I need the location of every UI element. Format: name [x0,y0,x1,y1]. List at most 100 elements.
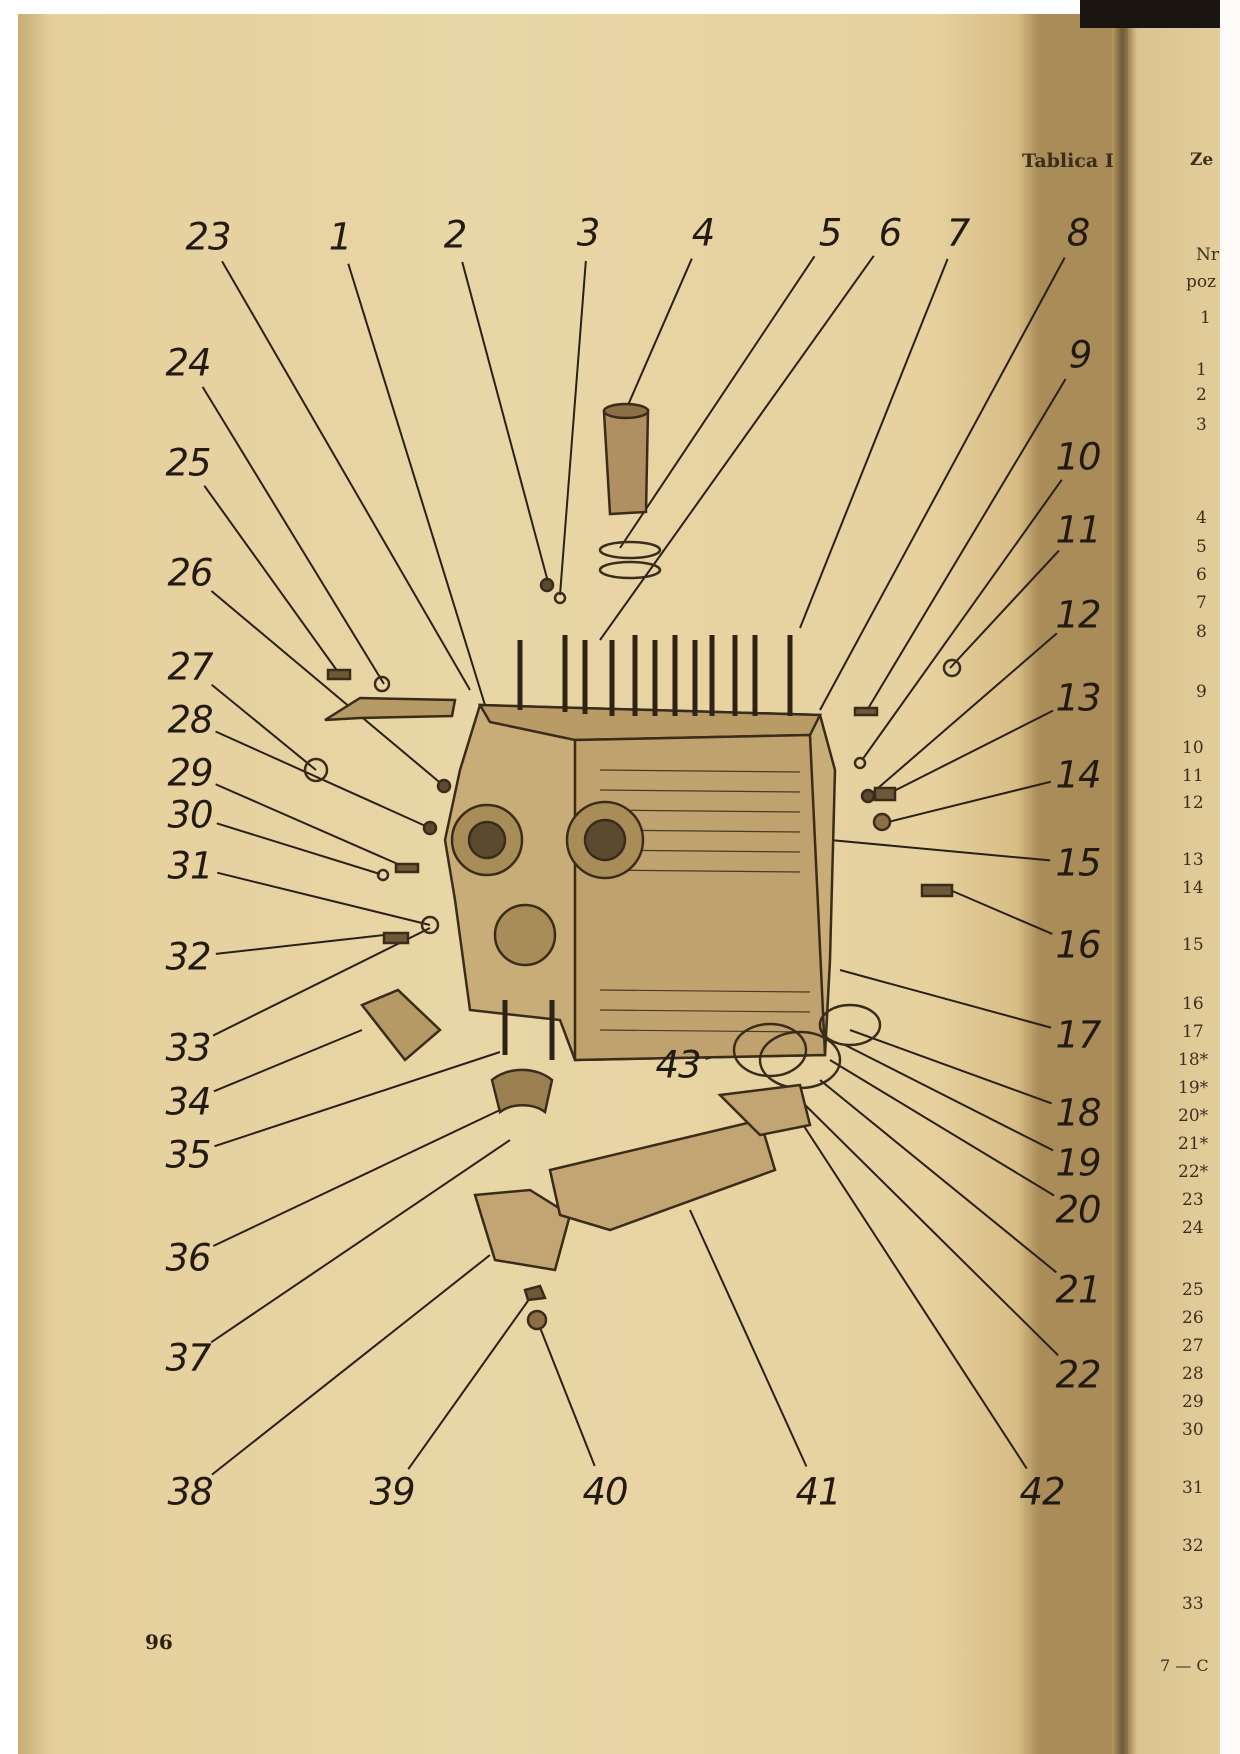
callout-label: 17 [1055,1013,1101,1057]
leader-lines [201,255,1067,1476]
leader-line [536,1319,596,1467]
bearing-shell-35 [490,1068,554,1115]
washer-40 [526,1309,548,1331]
callout-label: 10 [1055,435,1101,479]
callout-label: 33 [165,1026,211,1070]
leader-line [891,709,1054,793]
right-page-row-number: 7 [1196,593,1207,613]
leader-line [203,485,339,673]
washer-24 [373,675,391,693]
leader-line [839,969,1052,1029]
right-page-row-number: 15 [1182,935,1204,955]
front-bore-right-inner [583,818,627,862]
leader-line [201,386,385,685]
right-page-row-number: 6 [1196,565,1207,585]
callout-label: 9 [1068,333,1093,377]
callout-label: 15 [1055,841,1101,885]
callout-label: 34 [165,1080,211,1124]
callout-label: 1 [328,215,353,259]
bearing-shells-43 [732,1022,808,1078]
plug-9 [853,706,879,717]
right-page-row-number: 16 [1182,994,1204,1014]
leader-line [559,260,587,596]
cap-11 [942,658,962,678]
leader-line [829,1059,1055,1197]
callout-label: 26 [167,551,213,595]
right-page-header: Ze [1190,150,1214,170]
leader-line [799,1119,1028,1470]
cylinder-head-studs [502,635,793,1060]
leader-line [212,927,431,1037]
right-page-row-number: 10 [1182,738,1204,758]
right-page-row-number: 12 [1182,793,1204,813]
callout-label: 36 [165,1236,211,1280]
cylinder-liner [602,408,650,516]
liner-top [602,402,650,420]
leader-line [216,871,431,926]
plug-10 [853,756,867,770]
scan-border [1080,0,1240,28]
leader-line [216,822,381,875]
leader-line [211,1254,491,1476]
right-column-header-poz: poz [1186,272,1217,292]
callout-label: 19 [1055,1141,1101,1185]
callout-label: 22 [1055,1353,1101,1397]
right-page-row-number: 26 [1182,1308,1204,1328]
right-page-row-number: 13 [1182,850,1204,870]
right-page-row-number: 5 [1196,537,1207,557]
callout-label: 20 [1055,1188,1101,1232]
main-bearing-cap-41 [548,1118,777,1232]
right-page-row-number: 28 [1182,1364,1204,1384]
plug-12 [860,788,876,804]
leader-line [407,1297,531,1470]
right-page-row-number: 23 [1182,1190,1204,1210]
right-page-row-number: 9 [1196,682,1207,702]
leader-line [949,549,1060,669]
callout-label: 25 [165,441,211,485]
right-page-row-number: 18* [1178,1050,1209,1070]
right-page-row-number: 32 [1182,1536,1204,1556]
right-page-row-number: 17 [1182,1022,1204,1042]
thrust-ring [818,1003,882,1047]
right-column-index: 1 [1200,308,1211,328]
right-page-row-number: 2 [1196,385,1207,405]
leader-line [624,258,693,413]
liner-seal-ring-1 [598,540,662,560]
right-column-header-nr: Nr [1196,245,1220,265]
callout-label: 24 [165,341,211,385]
plug-28 [422,820,438,836]
right-page-row-number: 8 [1196,622,1207,642]
pin-29 [394,862,420,874]
leader-line [215,783,401,866]
washer-30 [376,868,390,882]
callout-label: 42 [1019,1470,1065,1514]
main-bearing-cap-37 [473,1188,572,1272]
engine-parts-drawing [303,402,962,1331]
leader-line [949,889,1053,935]
front-bore-lower [493,903,557,967]
right-page-row-number: 11 [1182,766,1204,786]
right-page-row-number: 14 [1182,878,1204,898]
book-gutter [1112,14,1132,1754]
right-page [1128,20,1220,1754]
right-page-row-number: 21* [1178,1134,1209,1154]
leader-line [214,1051,501,1148]
right-page-row-number: 1 [1196,360,1207,380]
callout-label: 16 [1055,923,1101,967]
callout-label: 32 [165,935,211,979]
leader-line [819,1079,1057,1274]
callout-label: 29 [167,751,213,795]
plug-26 [436,778,452,794]
callout-label: 38 [167,1470,213,1514]
fitting-13 [873,786,897,802]
callout-label: 30 [167,793,213,837]
bracket-23 [324,696,457,722]
callout-label: 43 [655,1043,701,1087]
right-page-row-number: 29 [1182,1392,1204,1412]
leader-line [869,632,1058,796]
leader-line [799,258,949,629]
leader-line [215,934,385,955]
right-page-row-number: 24 [1182,1218,1204,1238]
callout-label: 40 [582,1470,628,1514]
